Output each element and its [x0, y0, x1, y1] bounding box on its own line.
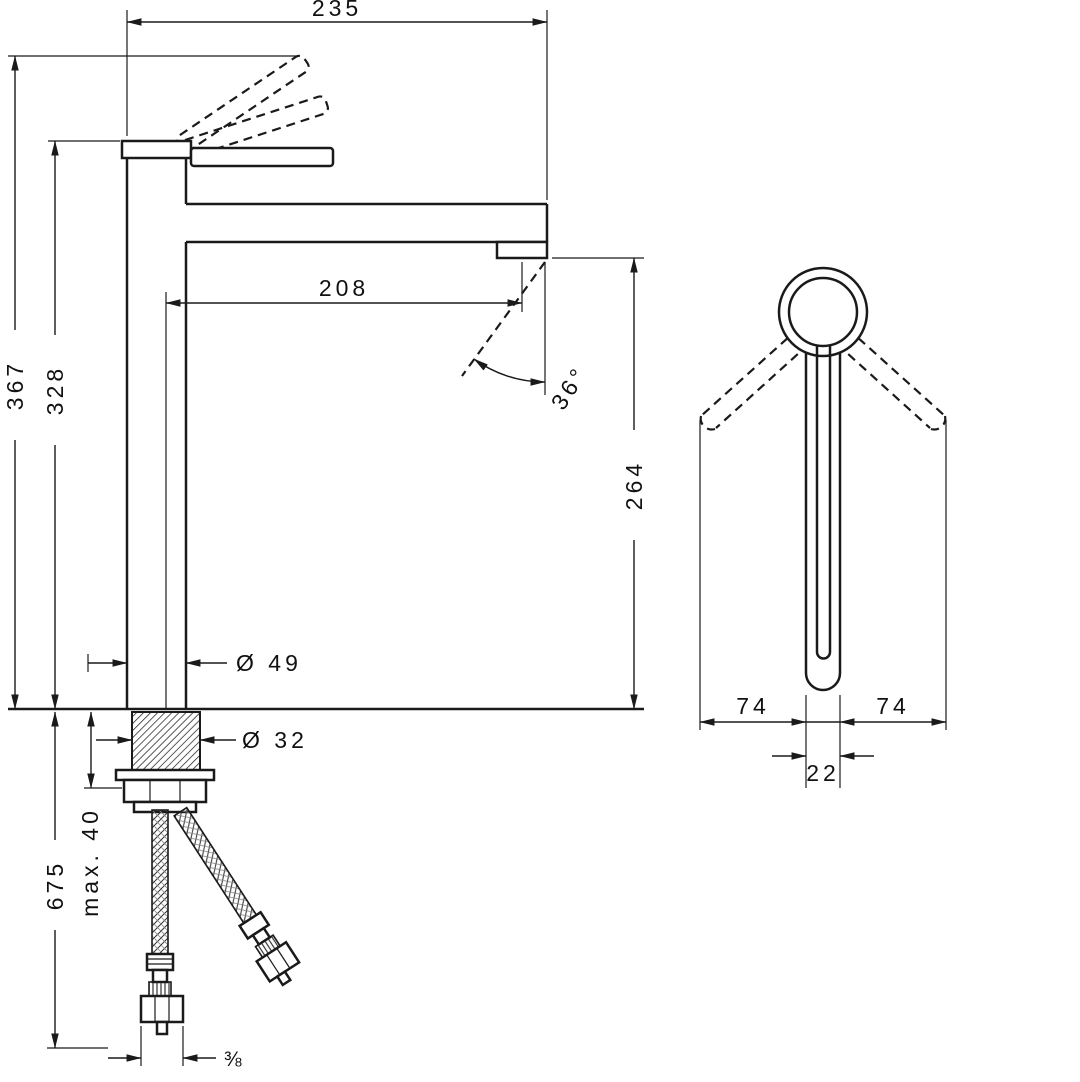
dim-top-width: 235 [312, 0, 362, 21]
dim-total-height: 367 [2, 360, 28, 410]
washer [114, 768, 216, 782]
aerator [495, 240, 549, 260]
side-view: 36° [2, 0, 647, 1071]
dim-shank-diameter: Ø 32 [242, 727, 308, 753]
handle-lever-side [189, 146, 335, 168]
mounting-parts [114, 711, 301, 1036]
handle-pivot-cap [120, 139, 193, 160]
dim-outlet-height: 264 [621, 460, 647, 510]
dimensions-side: 235 208 367 328 264 Ø 49 Ø 32 [2, 0, 647, 1071]
extension-lines-top [699, 420, 947, 788]
dim-handle-right-offset: 74 [876, 693, 910, 719]
water-stream-dashed [461, 261, 546, 377]
mounting-nut [122, 778, 208, 804]
supply-hose-left [139, 809, 185, 1036]
handle-swing-dashed-side [176, 54, 330, 159]
threaded-shank [131, 711, 201, 771]
dim-spray-angle: 36° [546, 361, 593, 414]
dim-handle-left-offset: 74 [736, 693, 770, 719]
dim-body-diameter: Ø 49 [236, 650, 302, 676]
dim-spout-reach: 208 [319, 275, 369, 301]
dim-hose-length: 675 [42, 860, 68, 910]
stream-angle: 36° [461, 261, 593, 414]
hose-hex-nut [139, 994, 185, 1024]
faucet-body [120, 139, 549, 709]
dimensions-top: 74 74 22 [699, 693, 947, 786]
dim-handle-width: 22 [806, 760, 840, 786]
supply-hose-right [173, 806, 301, 987]
top-view: 74 74 22 [699, 266, 947, 788]
handle-outline-top [804, 352, 842, 692]
handle-hub-inner [787, 276, 859, 348]
extension-lines-side [8, 10, 644, 1066]
handle-slot [815, 346, 832, 660]
dim-body-height: 328 [42, 365, 68, 415]
handle-hub-outer [777, 266, 869, 358]
handle-plan [777, 266, 869, 692]
dim-connection-size: ⅜ [224, 1048, 244, 1071]
dim-max-counter-thickness: max. 40 [77, 807, 103, 917]
